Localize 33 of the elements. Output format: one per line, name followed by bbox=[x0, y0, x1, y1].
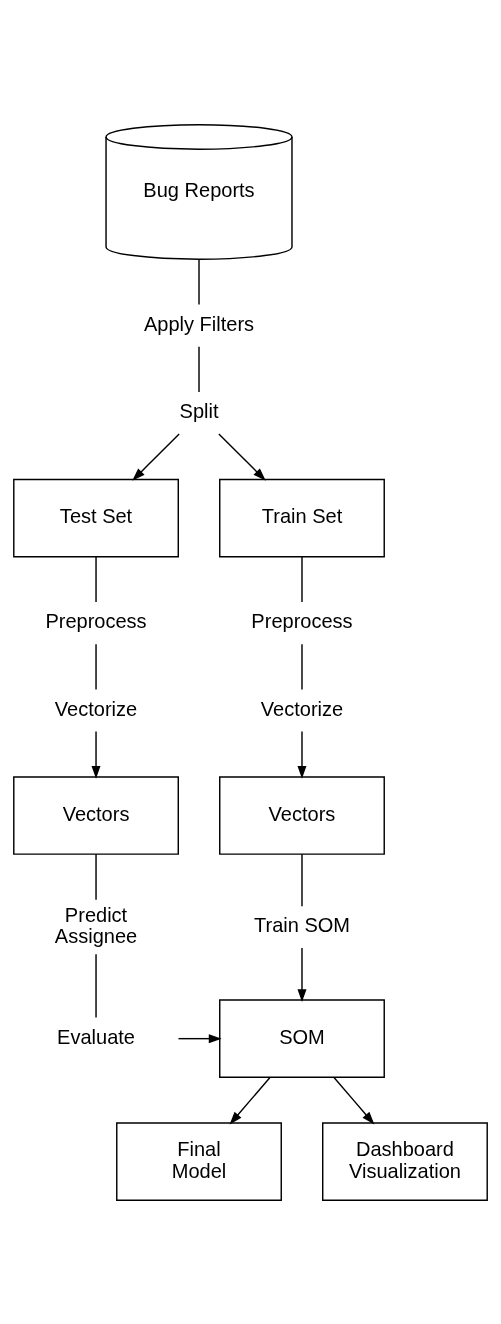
node-text: Evaluate bbox=[57, 1025, 135, 1048]
connector bbox=[301, 555, 303, 603]
arrow bbox=[297, 946, 307, 1002]
arrow bbox=[132, 432, 180, 481]
node-text: Split bbox=[179, 399, 219, 422]
connector bbox=[301, 853, 303, 907]
arrow bbox=[177, 1033, 222, 1043]
node-text: Preprocess bbox=[45, 609, 147, 632]
node-text: Preprocess bbox=[251, 609, 353, 632]
node-box: Vectors bbox=[13, 775, 179, 855]
connector bbox=[198, 345, 200, 393]
node-text: Train SOM bbox=[253, 913, 350, 936]
arrow bbox=[333, 1076, 375, 1125]
node-box: Test Set bbox=[13, 478, 179, 557]
arrow bbox=[218, 432, 266, 481]
connector bbox=[95, 853, 97, 901]
node-box: Dashboard Visualization bbox=[322, 1121, 488, 1201]
connector bbox=[95, 642, 97, 690]
node-text: Predict Assignee bbox=[54, 903, 138, 947]
connector bbox=[95, 555, 97, 603]
node-box: Vectors bbox=[219, 775, 385, 855]
arrow bbox=[91, 730, 101, 779]
node-text: Vectorize bbox=[54, 697, 138, 720]
node-text: Apply Filters bbox=[143, 312, 255, 335]
arrow bbox=[297, 730, 307, 779]
connector bbox=[301, 642, 303, 690]
connector bbox=[95, 953, 97, 1018]
node-box: SOM bbox=[219, 998, 385, 1078]
node-box: Final Model bbox=[116, 1121, 282, 1201]
arrow bbox=[229, 1076, 271, 1125]
connector bbox=[198, 257, 200, 305]
node-box: Train Set bbox=[219, 478, 385, 557]
node-text: Vectorize bbox=[260, 697, 344, 720]
